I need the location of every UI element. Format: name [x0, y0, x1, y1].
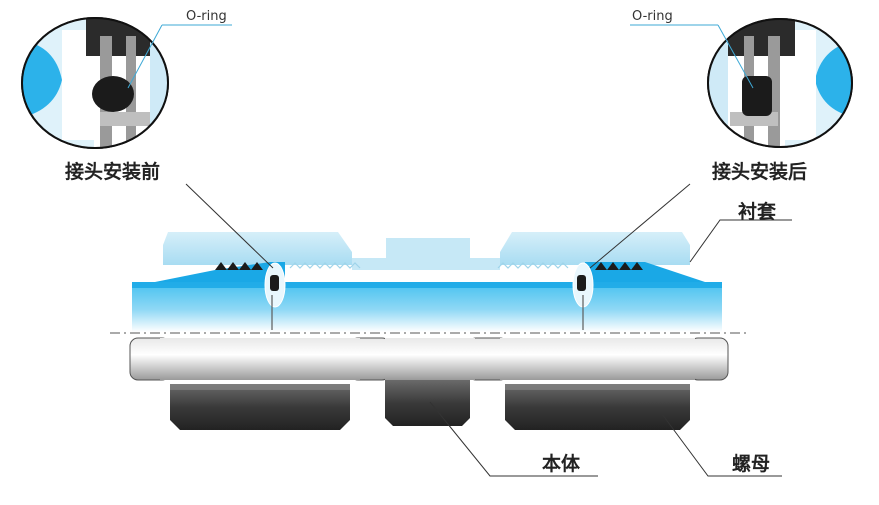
oring-label-left: O-ring [186, 9, 227, 24]
nut-label: 螺母 [732, 453, 770, 475]
oring-groove-left [264, 262, 286, 330]
oring-label-right: O-ring [632, 9, 673, 24]
oring-groove-right [572, 262, 594, 330]
nut-left-section [163, 232, 352, 265]
oring-label-right-group: O-ring [630, 9, 754, 89]
tube [132, 282, 722, 332]
inset-after-install [707, 18, 853, 148]
sleeve-label: 衬套 [738, 200, 777, 223]
leader-lines [185, 183, 792, 477]
nut-right-section [500, 232, 690, 265]
sleeve-left [155, 262, 285, 282]
nut-right-hex [505, 384, 690, 430]
nut-left-hex [170, 384, 350, 430]
body-hex [385, 380, 470, 426]
body-thread [289, 262, 569, 269]
thread-left [215, 262, 263, 270]
body-upper-section [352, 238, 500, 270]
oring-left-icon [92, 76, 134, 112]
oring-right-icon [742, 76, 772, 116]
after-install-label: 接头安装后 [712, 160, 807, 183]
inset-before-install [21, 17, 169, 149]
thread-right [595, 262, 643, 270]
body-label: 本体 [542, 452, 581, 475]
fitting-cross-section [110, 232, 750, 430]
before-install-label: 接头安装前 [65, 160, 160, 183]
oring-label-left-group: O-ring [127, 9, 232, 89]
metal-rings [129, 337, 729, 381]
